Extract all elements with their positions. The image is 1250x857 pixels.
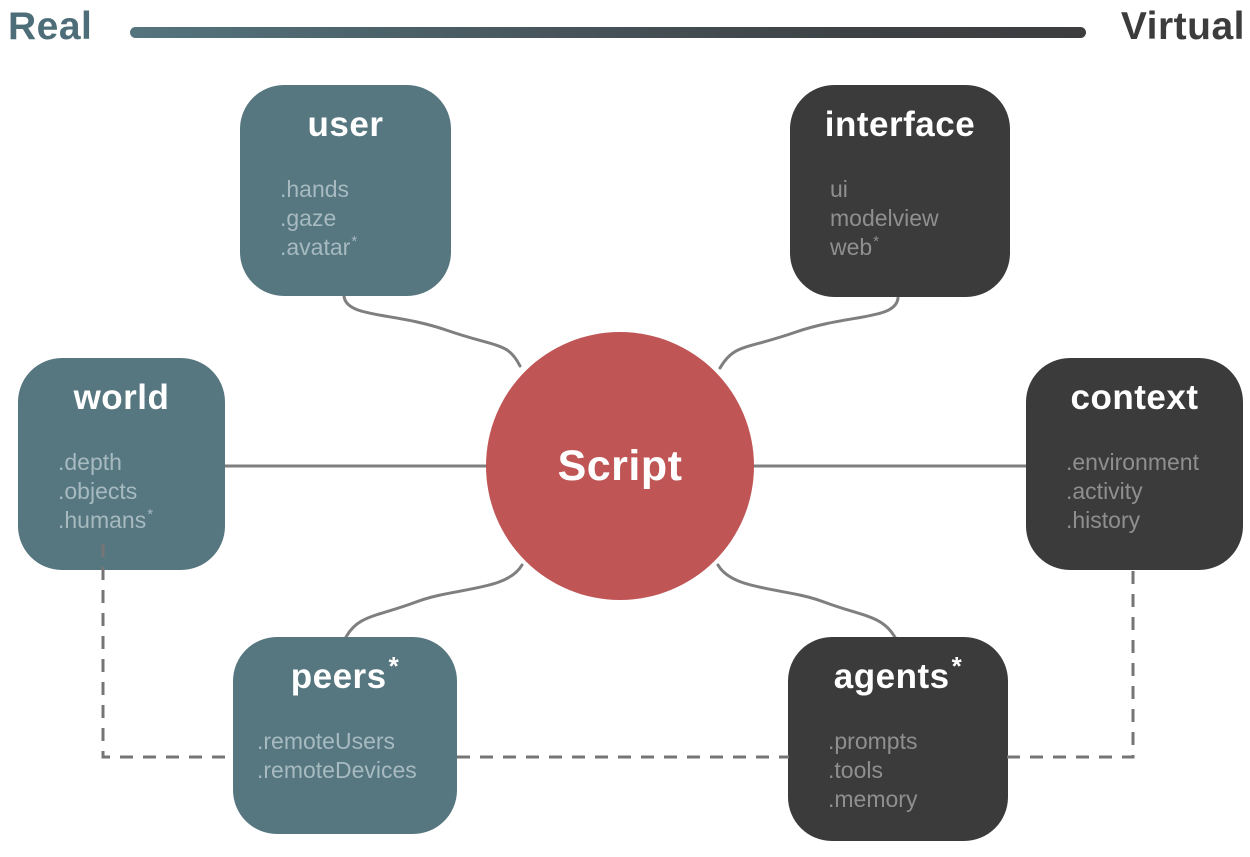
node-item: .objects <box>58 478 138 504</box>
virtual-label: Virtual <box>1120 5 1245 48</box>
node-item: modelview <box>830 205 939 231</box>
node-items: .depth .objects.humans* <box>18 448 225 538</box>
dashed-context-agents <box>1006 571 1135 759</box>
node-items: .prompts .tools .memory <box>788 727 1008 814</box>
asterisk-superscript: * <box>951 651 963 681</box>
node-item: .remoteDevices <box>257 757 417 783</box>
asterisk-superscript: * <box>388 651 400 681</box>
node-title: interface <box>824 105 976 144</box>
node-context: context .environment .activity .history <box>1026 358 1243 570</box>
node-item: .humans* <box>58 506 154 533</box>
asterisk-superscript: * <box>873 233 880 250</box>
node-agents: agents* .prompts .tools .memory <box>788 637 1008 841</box>
node-peers: peers* .remoteUsers .remoteDevices <box>233 637 457 834</box>
script-circle: Script <box>486 332 754 600</box>
connector-interface-script <box>718 296 900 370</box>
node-title: user <box>307 105 384 144</box>
node-item: .depth <box>58 449 122 475</box>
node-item: .memory <box>828 786 918 812</box>
real-virtual-spectrum-bar <box>130 27 1086 38</box>
asterisk-superscript: * <box>147 506 154 523</box>
node-items: .hands .gaze.avatar* <box>240 175 451 265</box>
dashed-world-peers <box>101 544 235 759</box>
node-item: .environment <box>1066 449 1199 475</box>
node-item: ui <box>830 176 848 202</box>
connector-user-script <box>342 294 522 368</box>
asterisk-superscript: * <box>351 233 358 250</box>
node-item: .activity <box>1066 478 1143 504</box>
connector-script-peers <box>343 563 524 641</box>
node-item: .avatar* <box>280 233 358 260</box>
node-item: .prompts <box>828 728 918 754</box>
node-item: .tools <box>828 757 883 783</box>
node-item: .remoteUsers <box>257 728 396 754</box>
node-title: agents* <box>833 651 963 696</box>
node-item: .gaze <box>280 205 337 231</box>
script-label: Script <box>557 441 683 490</box>
real-label: Real <box>8 5 93 48</box>
node-world: world .depth .objects.humans* <box>18 358 225 570</box>
node-user: user .hands .gaze.avatar* <box>240 85 451 296</box>
node-title: peers* <box>290 651 400 696</box>
node-item: .history <box>1066 507 1141 533</box>
node-item: web* <box>830 233 880 260</box>
node-items: .environment .activity .history <box>1026 448 1243 535</box>
node-items: .remoteUsers .remoteDevices <box>233 727 457 785</box>
connector-script-agents <box>716 563 898 641</box>
node-title: context <box>1070 378 1199 417</box>
node-title: world <box>73 378 170 417</box>
node-item: .hands <box>280 176 350 202</box>
